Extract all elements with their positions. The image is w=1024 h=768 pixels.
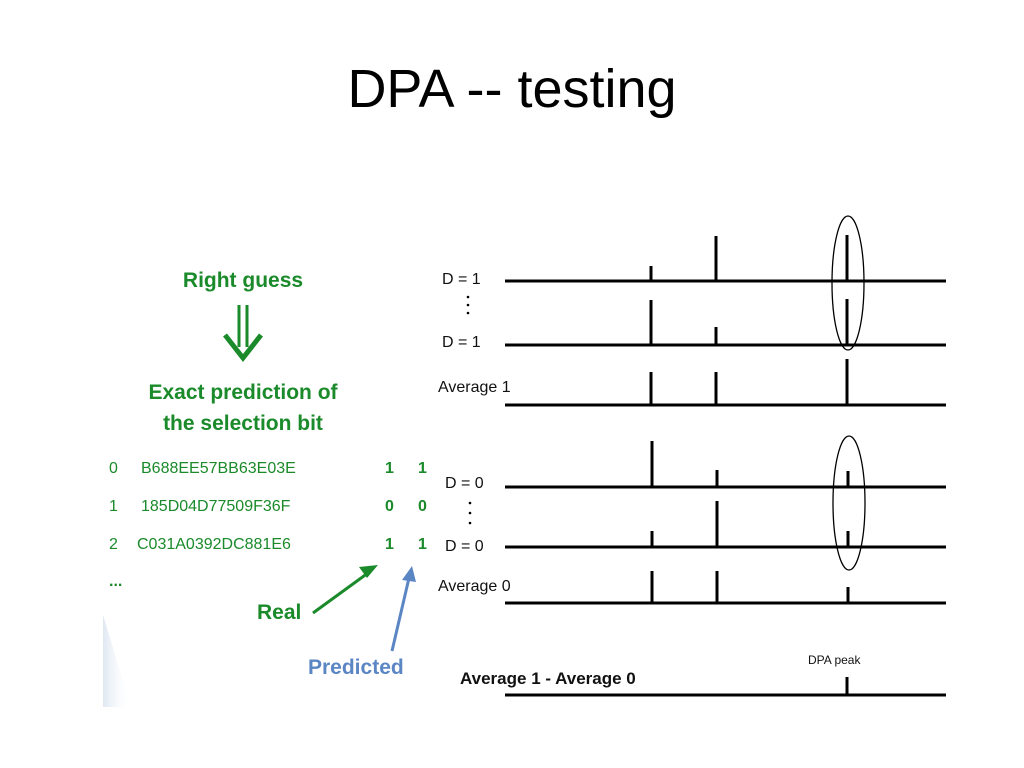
highlight-ellipse-d0 xyxy=(832,435,866,571)
slide-title: DPA -- testing xyxy=(347,59,677,119)
predicted-arrow-icon xyxy=(390,566,416,652)
row-real-bit: 0 xyxy=(385,498,394,515)
row-value: B688EE57BB63E03E xyxy=(141,460,296,477)
trace-label-d0-top: D = 0 xyxy=(445,475,484,492)
trace-label-d1-top: D = 1 xyxy=(442,271,481,288)
trace-label-d0-bottom: D = 0 xyxy=(445,538,484,555)
background-wedge xyxy=(103,615,131,707)
row-index: 2 xyxy=(109,536,118,553)
prediction-heading-line1: Exact prediction of xyxy=(148,381,338,404)
real-arrow-icon xyxy=(312,565,378,615)
right-guess-heading: Right guess xyxy=(182,269,304,292)
figure-graphics xyxy=(103,215,946,707)
trace-label-average0: Average 0 xyxy=(438,578,511,595)
trace-lines xyxy=(505,279,946,697)
row-predicted-bit: 0 xyxy=(418,498,427,515)
real-label: Real xyxy=(257,601,302,624)
highlight-ellipse-d1 xyxy=(831,215,865,351)
predicted-label: Predicted xyxy=(308,656,404,679)
row-predicted-bit: 1 xyxy=(418,536,427,553)
dpa-peak-label: DPA peak xyxy=(808,653,861,667)
row-index: 1 xyxy=(109,498,118,515)
dpa-figure: Right guess Exact prediction of the sele… xyxy=(103,185,963,710)
prediction-heading-line2: the selection bit xyxy=(163,412,323,435)
row-real-bit: 1 xyxy=(385,536,394,553)
trace-label-d1-bottom: D = 1 xyxy=(442,334,481,351)
row-index: 0 xyxy=(109,460,118,477)
trace-label-difference: Average 1 - Average 0 xyxy=(460,669,636,688)
trace-label-average1: Average 1 xyxy=(438,379,511,396)
trace-spikes xyxy=(649,235,850,695)
down-arrow-icon xyxy=(223,305,263,363)
vertical-dots-icon xyxy=(466,295,472,525)
row-predicted-bit: 1 xyxy=(418,460,427,477)
row-real-bit: 1 xyxy=(385,460,394,477)
row-value: 185D04D77509F36F xyxy=(141,498,291,515)
rows-ellipsis: ... xyxy=(109,573,123,590)
row-value: C031A0392DC881E6 xyxy=(137,536,291,553)
